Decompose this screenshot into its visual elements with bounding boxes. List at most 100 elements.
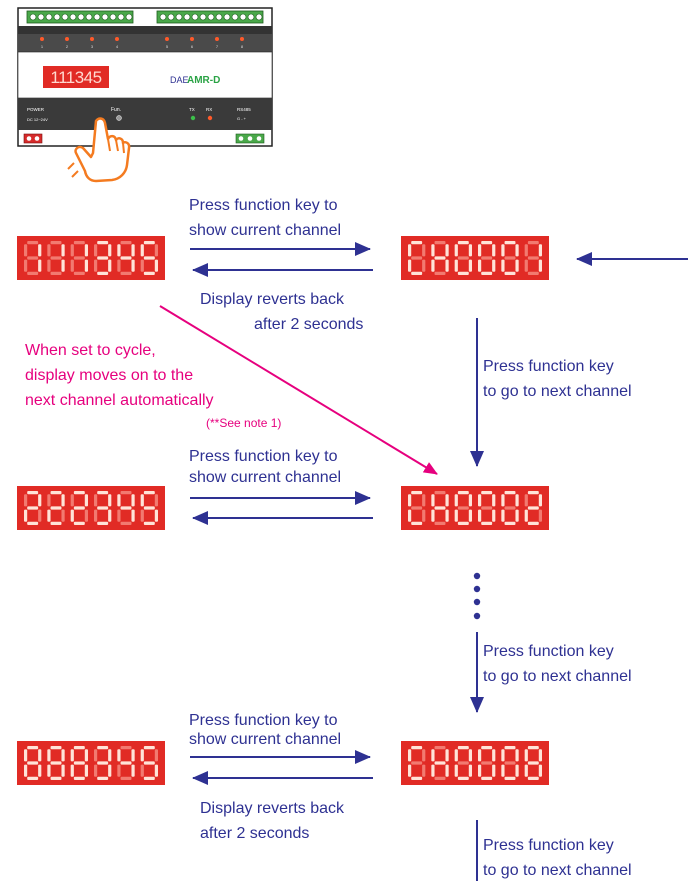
display-segment bbox=[70, 749, 74, 762]
display-segment bbox=[411, 746, 423, 750]
display-segment bbox=[527, 506, 539, 510]
display-segment bbox=[47, 494, 51, 507]
seven-segment-text: CH0001 bbox=[408, 241, 542, 275]
display-segment bbox=[431, 764, 435, 777]
display-segment bbox=[108, 259, 112, 272]
display-segment bbox=[24, 244, 28, 257]
display-segment bbox=[445, 259, 449, 272]
display-segment bbox=[411, 241, 423, 245]
display-segment bbox=[50, 776, 62, 780]
display-segment bbox=[411, 761, 423, 765]
display-segment bbox=[408, 509, 412, 522]
display-segment bbox=[478, 749, 482, 762]
display-segment bbox=[527, 241, 539, 245]
display-segment bbox=[27, 761, 39, 765]
display-segment bbox=[97, 746, 109, 750]
arrow-cycle-auto bbox=[159, 305, 438, 475]
seven-segment-text: CH0002 bbox=[408, 491, 542, 525]
display-segment bbox=[47, 764, 51, 777]
label-next-3b: to go to next channel bbox=[483, 862, 632, 879]
display-segment bbox=[73, 506, 85, 510]
display-segment bbox=[38, 259, 42, 272]
display-segment bbox=[131, 494, 135, 507]
reading-display-ch8: 888345 bbox=[17, 741, 165, 785]
display-segment bbox=[481, 746, 493, 750]
display-segment bbox=[108, 749, 112, 762]
display-segment bbox=[468, 509, 472, 522]
display-segment bbox=[411, 776, 423, 780]
display-segment bbox=[140, 494, 144, 507]
display-segment bbox=[50, 521, 62, 525]
display-segment bbox=[527, 746, 539, 750]
display-segment bbox=[61, 494, 65, 507]
display-segment bbox=[408, 764, 412, 777]
display-segment bbox=[140, 764, 144, 777]
display-segment bbox=[94, 749, 98, 762]
display-segment bbox=[94, 494, 98, 507]
display-segment bbox=[454, 749, 458, 762]
display-segment bbox=[481, 241, 493, 245]
rs485-label: RS485 bbox=[237, 107, 251, 112]
label-reverts-3b: after 2 seconds bbox=[200, 825, 310, 842]
display-segment bbox=[411, 521, 423, 525]
display-segment bbox=[501, 259, 505, 272]
display-segment bbox=[431, 244, 435, 257]
display-segment bbox=[538, 749, 542, 762]
display-segment bbox=[434, 506, 446, 510]
display-segment bbox=[431, 509, 435, 522]
display-segment bbox=[538, 509, 542, 522]
display-segment bbox=[24, 764, 28, 777]
display-segment bbox=[120, 761, 132, 765]
display-segment bbox=[47, 259, 51, 272]
led-label: 4 bbox=[116, 44, 119, 49]
display-segment bbox=[527, 776, 539, 780]
display-segment bbox=[50, 746, 62, 750]
display-segment bbox=[445, 494, 449, 507]
display-segment bbox=[457, 491, 469, 495]
display-segment bbox=[515, 259, 519, 272]
display-segment bbox=[457, 521, 469, 525]
led-label: 8 bbox=[241, 44, 244, 49]
display-segment bbox=[457, 776, 469, 780]
reading-display-ch1: 111345 bbox=[17, 236, 165, 280]
display-segment bbox=[70, 259, 74, 272]
display-segment bbox=[94, 764, 98, 777]
display-segment bbox=[457, 506, 469, 510]
label-cycle-2: display moves on to the bbox=[25, 367, 194, 384]
display-segment bbox=[527, 761, 539, 765]
display-segment bbox=[84, 509, 88, 522]
seven-segment-text: 111345 bbox=[24, 241, 158, 275]
display-segment bbox=[27, 491, 39, 495]
display-segment bbox=[24, 509, 28, 522]
display-segment bbox=[143, 746, 155, 750]
display-segment bbox=[478, 509, 482, 522]
display-segment bbox=[120, 491, 132, 495]
display-segment bbox=[47, 244, 51, 257]
display-segment bbox=[422, 244, 426, 257]
led-label: 7 bbox=[216, 44, 219, 49]
display-segment bbox=[94, 244, 98, 257]
channel-display-ch1: CH0001 bbox=[401, 236, 549, 280]
display-segment bbox=[84, 749, 88, 762]
display-segment bbox=[504, 241, 516, 245]
display-segment bbox=[73, 256, 85, 260]
fun-key-label: Fun. bbox=[111, 107, 121, 113]
display-segment bbox=[431, 259, 435, 272]
display-segment bbox=[154, 764, 158, 777]
display-segment bbox=[120, 521, 132, 525]
display-segment bbox=[120, 271, 132, 275]
display-segment bbox=[131, 749, 135, 762]
display-segment bbox=[143, 521, 155, 525]
label-next-3a: Press function key bbox=[483, 837, 614, 854]
display-segment bbox=[445, 764, 449, 777]
display-segment bbox=[538, 764, 542, 777]
display-segment bbox=[131, 764, 135, 777]
label-press-show-2a: Press function key to bbox=[189, 448, 338, 465]
display-segment bbox=[504, 506, 516, 510]
meter-device-drawing: 1 2 3 4 5 6 7 8 111345 DAE AMR-D POWER D… bbox=[17, 7, 273, 147]
display-segment bbox=[445, 749, 449, 762]
device-display bbox=[43, 66, 109, 88]
label-press-show-2b: show current channel bbox=[189, 469, 342, 486]
display-segment bbox=[84, 244, 88, 257]
